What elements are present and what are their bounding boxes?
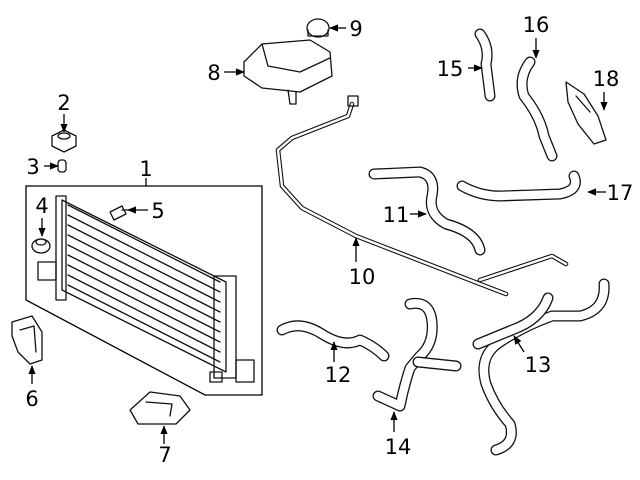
part-10-bleed-pipe	[275, 95, 569, 297]
part-4-grommet	[31, 238, 51, 254]
callout-5: 5	[151, 199, 164, 223]
part-5-bolt	[109, 205, 131, 221]
part-18-bracket	[565, 81, 607, 145]
part-14-hose	[372, 297, 462, 412]
part-15-hose	[474, 28, 496, 102]
callout-4: 4	[35, 194, 48, 218]
part-13-hose	[472, 278, 610, 456]
callout-3: 3	[26, 155, 39, 179]
callout-18: 18	[593, 67, 620, 91]
callout-labels: 1 2 3 4 5 6 7 8 9 10 11 12 13 14 15 16 1…	[25, 13, 633, 467]
callout-1: 1	[139, 157, 152, 181]
callout-17: 17	[607, 181, 634, 205]
callout-9: 9	[349, 17, 362, 41]
leader-13	[513, 335, 525, 353]
leaders	[28, 24, 608, 444]
callout-2: 2	[57, 91, 70, 115]
part-11-hose	[368, 166, 486, 256]
part-2-nut	[51, 129, 77, 153]
callout-15: 15	[437, 57, 464, 81]
part-7-bracket	[129, 391, 191, 425]
callout-16: 16	[523, 13, 550, 37]
callout-7: 7	[158, 443, 171, 467]
callout-8: 8	[207, 61, 220, 85]
part-8-coolant-reservoir	[243, 39, 333, 105]
part-3-pin	[57, 159, 67, 173]
part-12-hose	[276, 320, 390, 362]
part-16-hose	[516, 56, 558, 162]
part-6-bracket	[11, 315, 43, 365]
callout-6: 6	[25, 387, 38, 411]
callout-12: 12	[325, 363, 352, 387]
radiator-assembly	[25, 178, 263, 396]
callout-10: 10	[349, 265, 376, 289]
callout-13: 13	[525, 353, 552, 377]
part-9-reservoir-cap	[306, 18, 330, 38]
radiator-group-box	[25, 185, 263, 396]
callout-14: 14	[385, 435, 412, 459]
callout-11: 11	[383, 203, 410, 227]
part-17-hose	[456, 170, 581, 202]
radiator	[37, 195, 255, 383]
